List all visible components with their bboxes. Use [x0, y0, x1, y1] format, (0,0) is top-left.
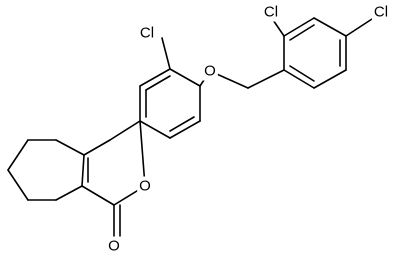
bond-line: [283, 17, 315, 37]
bond-line: [169, 68, 201, 87]
bond-line: [169, 116, 195, 132]
atom-label-background: [202, 61, 218, 81]
bond-line: [83, 139, 111, 156]
atom-label-background: [371, 2, 391, 22]
bond-line: [109, 120, 141, 141]
bond-line: [139, 120, 171, 139]
bond-line: [289, 24, 315, 41]
bond-line: [283, 69, 315, 89]
atom-label-background: [261, 2, 281, 22]
bond-line: [313, 17, 347, 37]
bond-line: [81, 185, 115, 206]
bond-line: [289, 65, 315, 82]
atom-label-background: [137, 23, 157, 43]
bond-line: [55, 139, 85, 156]
bond-line: [7, 139, 29, 171]
ether-oxygen-atom: O: [204, 63, 216, 80]
bond-line: [345, 18, 373, 37]
bond-line: [161, 37, 171, 70]
ring-oxygen-atom: O: [139, 178, 151, 195]
bond-line: [55, 185, 83, 201]
atom-labels: Cl Cl Cl O O O: [106, 2, 391, 256]
bond-line: [313, 69, 347, 89]
bond-line: [169, 120, 201, 139]
bond-line: [139, 68, 171, 87]
bond-line: [145, 75, 171, 91]
chlorine-atom-para: Cl: [374, 4, 388, 21]
bond-line: [81, 154, 85, 187]
chlorine-atom-left: Cl: [140, 25, 154, 42]
atom-label-background: [137, 176, 153, 196]
bond-lines: [7, 16, 373, 241]
bond-line: [247, 69, 285, 89]
chlorine-atom-ortho: Cl: [264, 4, 278, 21]
carbonyl-oxygen-atom: O: [108, 238, 120, 255]
atom-label-background: [106, 236, 122, 256]
bond-line: [7, 169, 29, 201]
bond-line: [139, 120, 146, 187]
